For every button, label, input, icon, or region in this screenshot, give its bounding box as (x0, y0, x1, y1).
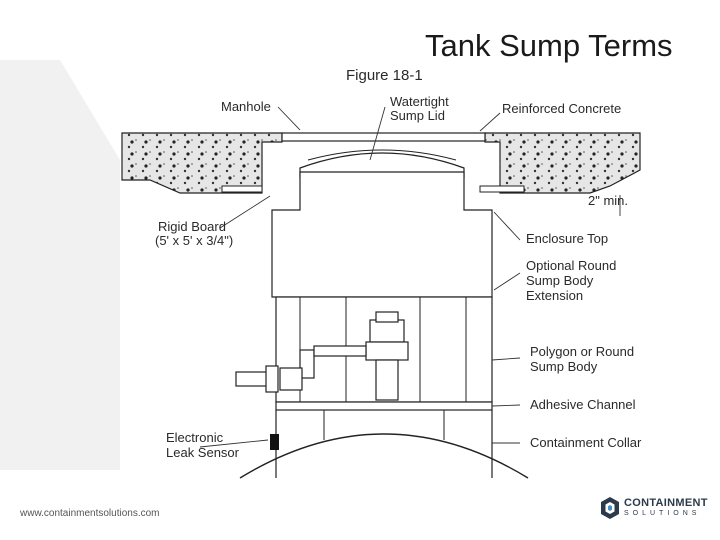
concrete-slab-right (484, 132, 641, 194)
concrete-slab-left (121, 132, 283, 194)
logo-word-containment: CONTAINMENT (624, 497, 708, 509)
label-rigid-board-2: (5' x 5' x 3/4") (155, 233, 233, 248)
enclosure-top (271, 171, 493, 298)
label-enclosure-top: Enclosure Top (526, 231, 608, 246)
label-reinforced-concrete: Reinforced Concrete (502, 101, 621, 116)
label-watertight-1: Watertight (390, 94, 449, 109)
label-watertight-2: Sump Lid (390, 108, 445, 123)
figure-caption: Figure 18-1 (346, 67, 423, 84)
logo-hexagon-icon (601, 497, 619, 519)
label-two-min: 2" min. (588, 193, 628, 208)
company-logo: CONTAINMENT SOLUTIONS (600, 495, 712, 523)
manhole-cover (281, 132, 486, 142)
label-polygon-2: Sump Body (530, 359, 598, 374)
footer-url[interactable]: www.containmentsolutions.com (20, 508, 160, 519)
label-leak-sensor-2: Leak Sensor (166, 445, 240, 460)
label-adhesive-channel: Adhesive Channel (530, 397, 636, 412)
pump-assembly (235, 311, 409, 401)
rigid-board-left (221, 185, 263, 193)
label-rigid-board-1: Rigid Board (158, 219, 226, 234)
label-optional-1: Optional Round (526, 258, 616, 273)
logo-word-solutions: SOLUTIONS (624, 510, 701, 517)
label-leak-sensor-1: Electronic (166, 430, 224, 445)
label-optional-3: Extension (526, 288, 583, 303)
label-containment-collar: Containment Collar (530, 435, 642, 450)
adhesive-channel (275, 401, 493, 411)
label-manhole: Manhole (221, 99, 271, 114)
label-polygon-1: Polygon or Round (530, 344, 634, 359)
label-optional-2: Sump Body (526, 273, 594, 288)
leader-lines (199, 106, 621, 448)
slide-title: Tank Sump Terms (425, 28, 673, 63)
rigid-board-right (479, 185, 525, 193)
tank-top (239, 433, 529, 479)
leak-sensor (270, 434, 279, 450)
